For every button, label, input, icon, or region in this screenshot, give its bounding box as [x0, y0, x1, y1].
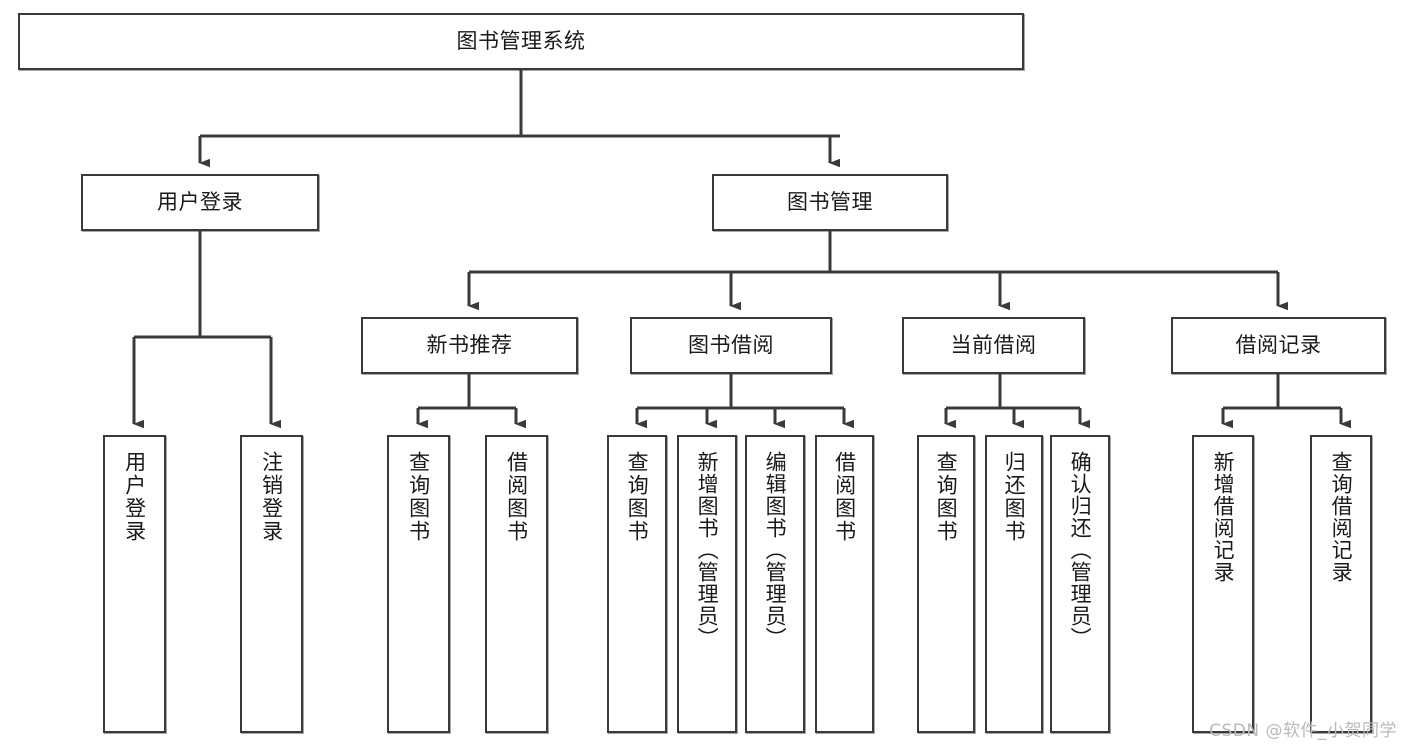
node-label: 新增借阅记录: [1211, 451, 1236, 583]
node-label: 查询图书: [625, 451, 650, 543]
node-label: 新增图书（管理员）: [695, 451, 720, 649]
node-leaf-borrow-add-book-admin[interactable]: 新增图书（管理员）: [677, 435, 737, 733]
node-label: 用户登录: [122, 451, 147, 543]
node-label: 归还图书: [1002, 451, 1027, 543]
node-label: 借阅图书: [832, 451, 857, 543]
node-label: 查询借阅记录: [1329, 451, 1354, 583]
node-current-borrow[interactable]: 当前借阅: [902, 317, 1085, 374]
node-leaf-current-confirm-return-admin[interactable]: 确认归还（管理员）: [1050, 435, 1110, 733]
node-leaf-current-query-book[interactable]: 查询图书: [917, 435, 975, 733]
node-label: 查询图书: [406, 451, 431, 543]
node-leaf-borrow-borrow-book[interactable]: 借阅图书: [815, 435, 874, 733]
node-root-system[interactable]: 图书管理系统: [18, 13, 1024, 70]
node-leaf-user-login[interactable]: 用户登录: [103, 435, 166, 733]
node-leaf-borrow-edit-book-admin[interactable]: 编辑图书（管理员）: [745, 435, 805, 733]
node-user-login[interactable]: 用户登录: [81, 174, 319, 231]
node-new-book-rec[interactable]: 新书推荐: [361, 317, 578, 374]
node-borrow-record[interactable]: 借阅记录: [1171, 317, 1386, 374]
node-label: 编辑图书（管理员）: [763, 451, 788, 649]
node-leaf-user-logout[interactable]: 注销登录: [240, 435, 303, 733]
node-leaf-borrow-query-book[interactable]: 查询图书: [607, 435, 667, 733]
node-label: 图书管理系统: [456, 29, 586, 54]
watermark-text: CSDN @软件_小贺同学: [1209, 721, 1397, 741]
node-leaf-rec-query-book[interactable]: 查询图书: [387, 435, 450, 733]
node-leaf-record-query-record[interactable]: 查询借阅记录: [1310, 435, 1372, 733]
node-label: 用户登录: [157, 190, 243, 215]
node-label: 确认归还（管理员）: [1068, 451, 1093, 649]
node-label: 图书管理: [787, 190, 873, 215]
node-label: 注销登录: [259, 451, 284, 543]
node-leaf-rec-borrow-book[interactable]: 借阅图书: [485, 435, 548, 733]
node-book-borrow[interactable]: 图书借阅: [630, 317, 832, 374]
node-label: 当前借阅: [950, 333, 1037, 358]
node-leaf-record-add-record[interactable]: 新增借阅记录: [1192, 435, 1254, 733]
node-leaf-current-return-book[interactable]: 归还图书: [985, 435, 1043, 733]
node-label: 新书推荐: [426, 333, 513, 358]
node-label: 借阅图书: [504, 451, 529, 543]
node-label: 借阅记录: [1235, 333, 1322, 358]
node-label: 查询图书: [934, 451, 959, 543]
node-label: 图书借阅: [688, 333, 774, 358]
node-book-manage[interactable]: 图书管理: [712, 174, 948, 231]
